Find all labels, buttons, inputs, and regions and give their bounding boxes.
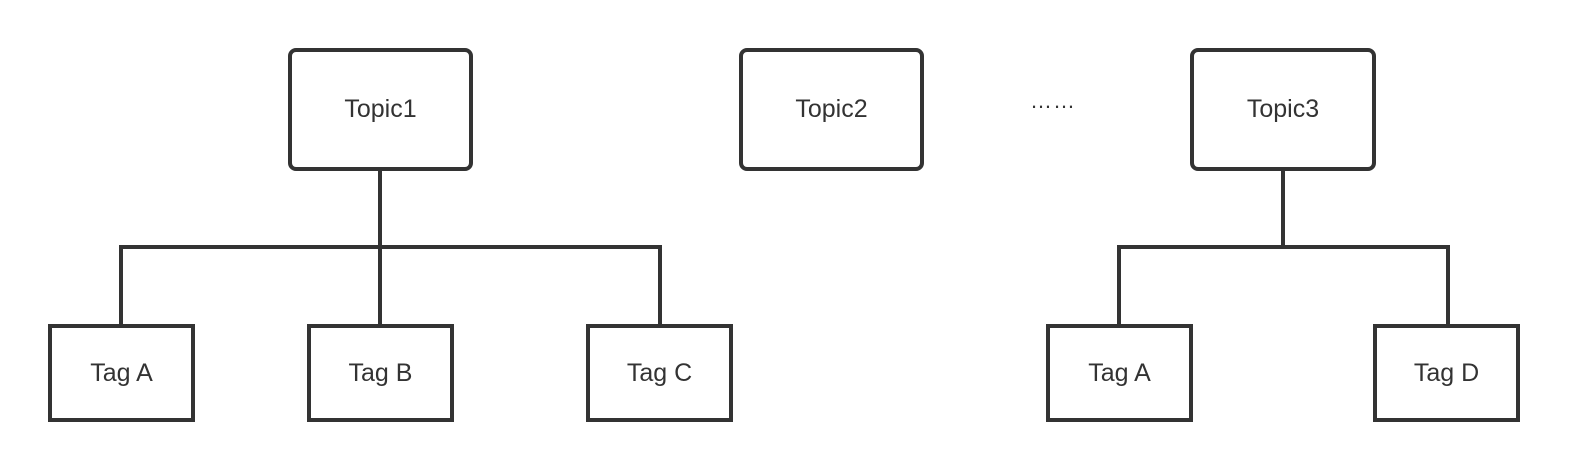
topic-node-2: Topic2 — [739, 48, 924, 171]
connector-topic3-tag-d — [1446, 245, 1450, 326]
tag-node-topic1-b: Tag B — [307, 324, 454, 422]
tag-node-topic3-d: Tag D — [1373, 324, 1520, 422]
tag-node-topic1-a: Tag A — [48, 324, 195, 422]
connector-topic3-trunk — [1281, 170, 1285, 249]
connector-topic3-bus — [1117, 245, 1450, 249]
connector-topic1-tag-a — [119, 245, 123, 326]
topic-node-1: Topic1 — [288, 48, 473, 171]
more-topics-ellipsis: …… — [1030, 88, 1076, 113]
connector-topic1-tag-c — [658, 245, 662, 326]
connector-topic3-tag-a — [1117, 245, 1121, 326]
tag-node-topic1-c: Tag C — [586, 324, 733, 422]
topic-node-3: Topic3 — [1190, 48, 1376, 171]
connector-topic1-bus — [119, 245, 662, 249]
tag-node-topic3-a: Tag A — [1046, 324, 1193, 422]
